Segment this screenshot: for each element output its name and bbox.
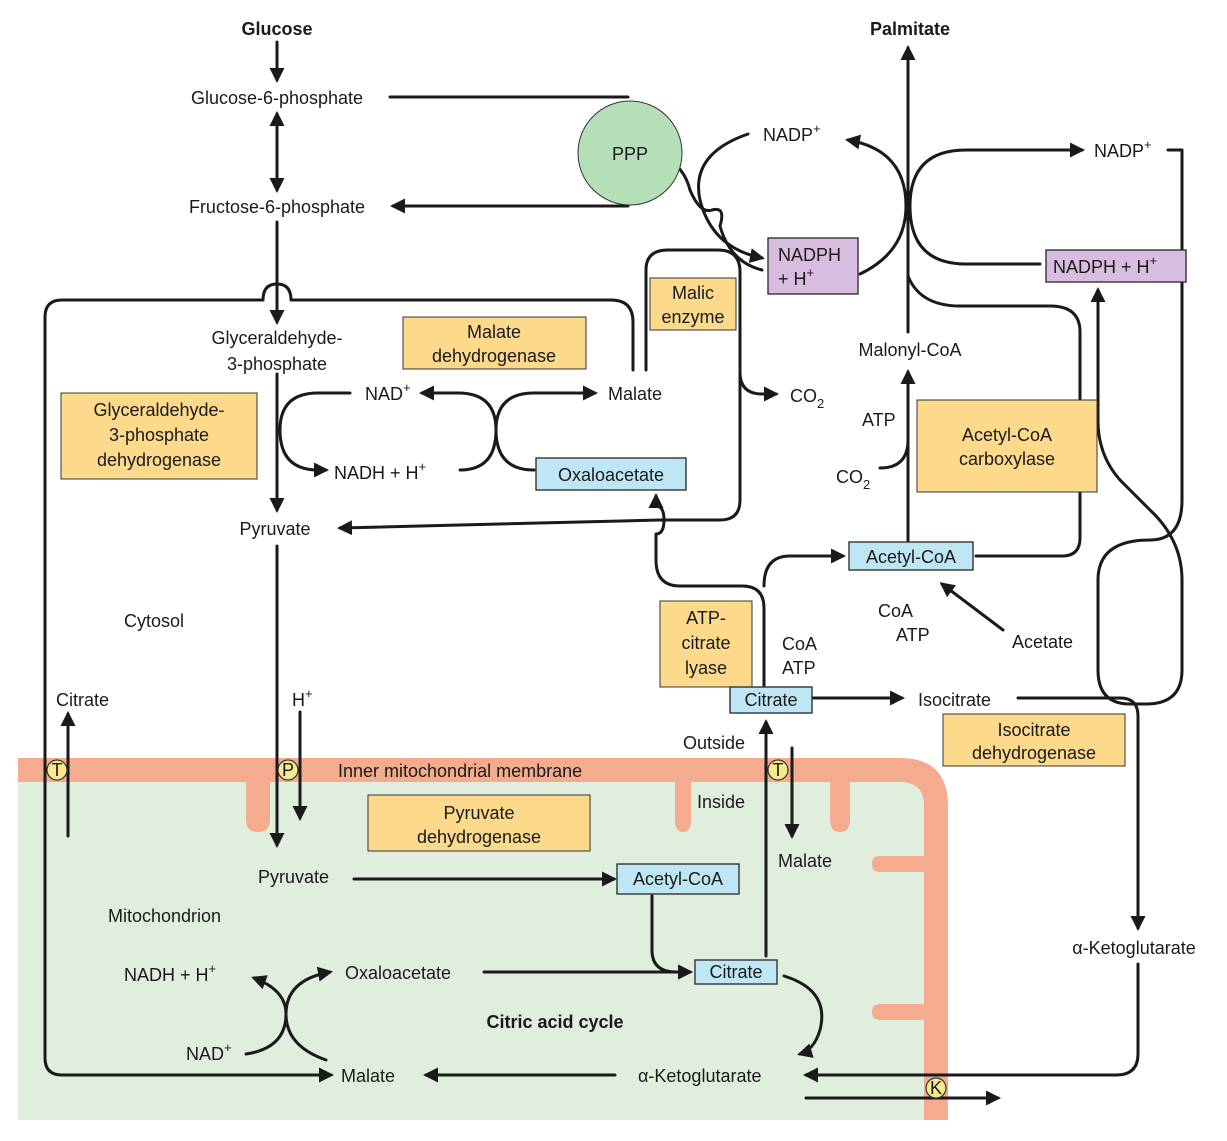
enzyme-atp-citrate-lyase: ATP- citrate lyase xyxy=(659,600,753,688)
svg-text:NADPH + H+: NADPH + H+ xyxy=(1053,253,1157,277)
mitochondrion-label: Mitochondrion xyxy=(108,906,221,926)
enzyme-malic-enzyme: Malic enzyme xyxy=(649,277,737,331)
nadph-right: NADPH + H+ xyxy=(1045,249,1187,283)
oxaloacetate-mito: Oxaloacetate xyxy=(345,963,451,983)
malate-cytosol: Malate xyxy=(608,384,662,404)
enzyme-pyruvate-dehydrogenase: Pyruvate dehydrogenase xyxy=(367,794,591,852)
glucose-title: Glucose xyxy=(241,19,312,39)
nad-cytosol: NAD+ xyxy=(365,380,411,404)
transporter-k: K xyxy=(925,1077,947,1099)
svg-text:T: T xyxy=(52,760,63,780)
transporter-t-left: T xyxy=(46,759,68,781)
svg-text:Isocitrate: Isocitrate xyxy=(997,720,1070,740)
svg-text:Oxaloacetate: Oxaloacetate xyxy=(558,465,664,485)
atp-acl: ATP xyxy=(782,658,816,678)
svg-text:citrate: citrate xyxy=(681,633,730,653)
acetate: Acetate xyxy=(1012,632,1073,652)
gap-line2: 3-phosphate xyxy=(227,354,327,374)
enzyme-malate-dehydrogenase: Malate dehydrogenase xyxy=(402,316,587,370)
nadph-left: NADPH + H+ xyxy=(767,237,859,295)
isocitrate: Isocitrate xyxy=(918,690,991,710)
svg-text:Acetyl-CoA: Acetyl-CoA xyxy=(962,425,1052,445)
svg-text:Pyruvate: Pyruvate xyxy=(443,803,514,823)
svg-text:dehydrogenase: dehydrogenase xyxy=(97,450,221,470)
svg-text:NADPH: NADPH xyxy=(778,245,841,265)
svg-text:P: P xyxy=(282,760,294,780)
svg-text:dehydrogenase: dehydrogenase xyxy=(972,743,1096,763)
glucose-6-phosphate: Glucose-6-phosphate xyxy=(191,88,363,108)
coa-right: CoA xyxy=(878,601,913,621)
membrane-label: Inner mitochondrial membrane xyxy=(338,761,582,781)
nadp-right: NADP+ xyxy=(1094,137,1152,161)
svg-text:dehydrogenase: dehydrogenase xyxy=(432,346,556,366)
pyruvate-mito: Pyruvate xyxy=(258,867,329,887)
malate-mito: Malate xyxy=(341,1066,395,1086)
svg-text:Malate: Malate xyxy=(467,322,521,342)
oxaloacetate-cytosol: Oxaloacetate xyxy=(535,457,687,491)
pyruvate-cytosol: Pyruvate xyxy=(239,519,310,539)
h-plus: H+ xyxy=(292,686,313,710)
cytosol-label: Cytosol xyxy=(124,611,184,631)
svg-text:+ H+: + H+ xyxy=(778,265,814,289)
pathway-arrows xyxy=(43,40,1184,1106)
atp-right: ATP xyxy=(896,625,930,645)
svg-text:Citrate: Citrate xyxy=(744,690,797,710)
gap-line1: Glyceraldehyde- xyxy=(211,328,342,348)
nadp-left: NADP+ xyxy=(763,121,821,145)
svg-text:carboxylase: carboxylase xyxy=(959,449,1055,469)
coa-acl: CoA xyxy=(782,634,817,654)
co2-acc: CO2 xyxy=(836,467,870,492)
outside-label: Outside xyxy=(683,733,745,753)
svg-text:Citrate: Citrate xyxy=(709,962,762,982)
nadh-cytosol: NADH + H+ xyxy=(334,459,426,483)
citrate-cytosol: Citrate xyxy=(729,686,813,714)
enzyme-gapdh: Glyceraldehyde- 3-phosphate dehydrogenas… xyxy=(60,392,258,480)
fructose-6-phosphate: Fructose-6-phosphate xyxy=(189,197,365,217)
alpha-kg-mito: α-Ketoglutarate xyxy=(638,1066,761,1086)
atp-acc: ATP xyxy=(862,410,896,430)
co2-malic: CO2 xyxy=(790,386,824,411)
acetyl-coa-mito: Acetyl-CoA xyxy=(616,863,740,895)
transporter-p: P xyxy=(277,759,299,781)
svg-text:Malic: Malic xyxy=(672,283,714,303)
inner-mitochondrial-membrane xyxy=(18,758,948,1120)
inside-label: Inside xyxy=(697,792,745,812)
ppp-circle xyxy=(577,100,683,206)
ppp-label: PPP xyxy=(612,144,648,164)
svg-text:T: T xyxy=(773,760,784,780)
svg-text:ATP-: ATP- xyxy=(686,608,726,628)
svg-text:K: K xyxy=(930,1078,942,1098)
svg-text:dehydrogenase: dehydrogenase xyxy=(417,827,541,847)
svg-text:lyase: lyase xyxy=(685,658,727,678)
alpha-kg-cytosol: α-Ketoglutarate xyxy=(1072,938,1195,958)
enzyme-acetyl-coa-carboxylase: Acetyl-CoA carboxylase xyxy=(916,399,1098,493)
enzyme-isocitrate-dehydrogenase: Isocitrate dehydrogenase xyxy=(942,713,1126,767)
malonyl-coa: Malonyl-CoA xyxy=(858,340,961,360)
nad-mito: NAD+ xyxy=(186,1040,232,1064)
svg-text:3-phosphate: 3-phosphate xyxy=(109,425,209,445)
palmitate-title: Palmitate xyxy=(870,19,950,39)
citrate-mito: Citrate xyxy=(694,959,778,985)
transporter-t-right: T xyxy=(767,759,789,781)
nadh-mito: NADH + H+ xyxy=(124,961,216,985)
svg-text:Acetyl-CoA: Acetyl-CoA xyxy=(633,869,723,889)
acetyl-coa-cytosol: Acetyl-CoA xyxy=(848,541,974,571)
citrate-left: Citrate xyxy=(56,690,109,710)
malate-mito-top: Malate xyxy=(778,851,832,871)
citric-acid-cycle-label: Citric acid cycle xyxy=(486,1012,623,1032)
svg-text:enzyme: enzyme xyxy=(661,307,724,327)
svg-text:Glyceraldehyde-: Glyceraldehyde- xyxy=(93,400,224,420)
svg-text:Acetyl-CoA: Acetyl-CoA xyxy=(866,547,956,567)
